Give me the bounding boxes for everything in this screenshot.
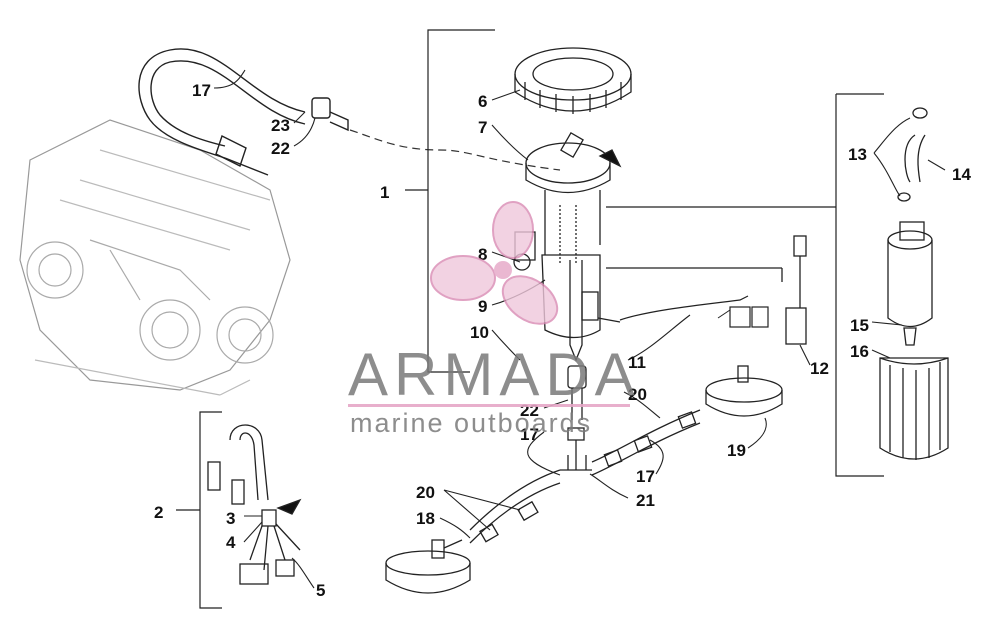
- callout-17-lower: 17: [520, 425, 539, 444]
- connector-12: [606, 235, 807, 345]
- locking-ring: [514, 47, 632, 114]
- hose-routing-line: [349, 129, 561, 171]
- callout-17-right: 17: [636, 467, 655, 486]
- hose-17-top: [138, 48, 349, 176]
- callout-2: 2: [154, 503, 163, 522]
- callout-1: 1: [380, 183, 389, 202]
- callout-21: 21: [636, 491, 655, 510]
- callout-13: 13: [848, 145, 867, 164]
- watermark-underline: [348, 404, 630, 407]
- callout-4: 4: [226, 533, 236, 552]
- fuel-pickup-18: [385, 539, 471, 594]
- callout-labels: 17 23 22 1 6 7 8 9 10 11 12 13 14 15 16 …: [154, 81, 971, 600]
- callout-7: 7: [478, 118, 487, 137]
- wire-harness-2: [207, 424, 302, 585]
- watermark-brand: ARMADA: [348, 341, 641, 408]
- callout-6: 6: [478, 92, 487, 111]
- callout-11: 11: [628, 353, 646, 372]
- callout-20-lower: 20: [416, 483, 435, 502]
- callout-17: 17: [192, 81, 211, 100]
- strainer-16: [879, 357, 949, 460]
- callout-10: 10: [470, 323, 489, 342]
- callout-16: 16: [850, 342, 869, 361]
- callout-23: 23: [271, 116, 290, 135]
- engine-illustration: [19, 119, 291, 396]
- callout-18: 18: [416, 509, 435, 528]
- callout-19: 19: [727, 441, 746, 460]
- fuel-pump: [887, 107, 933, 346]
- fuel-pickup-19: [705, 365, 783, 417]
- pump-flange: [525, 131, 622, 194]
- callout-5: 5: [316, 581, 325, 600]
- callout-22: 22: [271, 139, 290, 158]
- callout-3: 3: [226, 509, 235, 528]
- wire-harness-11: [619, 295, 749, 321]
- callout-9: 9: [478, 297, 487, 316]
- leader-lines: [213, 69, 946, 589]
- bracket-1: [427, 29, 495, 373]
- callout-12: 12: [810, 359, 829, 378]
- callout-14: 14: [952, 165, 971, 184]
- propeller-logo: [430, 201, 559, 325]
- watermark-tagline: marine outboards: [350, 408, 593, 438]
- callout-15: 15: [850, 316, 869, 335]
- callout-8: 8: [478, 245, 487, 264]
- callout-20-upper: 20: [628, 385, 647, 404]
